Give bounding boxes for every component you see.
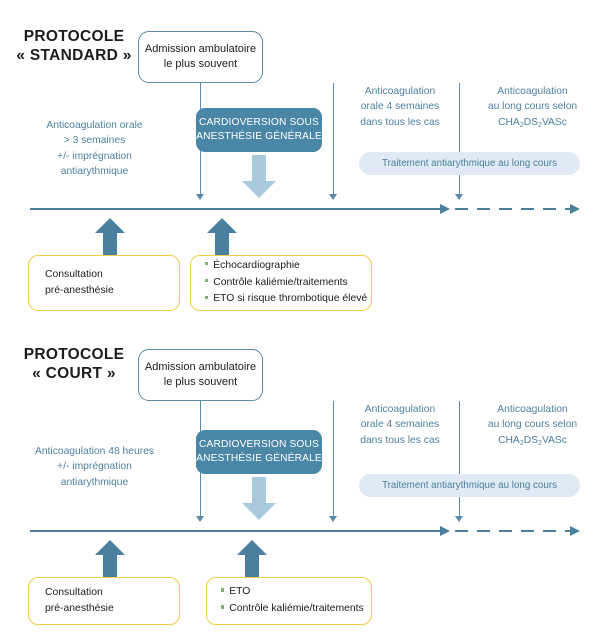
timeline-dashed-standard bbox=[455, 208, 570, 211]
cha2ds2-vasc-score-standard: CHA2DS2VASc bbox=[498, 116, 567, 129]
consultation-box-standard: Consultation pré-anesthésie bbox=[28, 255, 180, 311]
checklist-item: ETO bbox=[221, 584, 371, 601]
checklist-item: Contrôle kaliémie/traitements bbox=[205, 275, 371, 292]
timeline-dashed-arrowhead-standard bbox=[570, 204, 580, 214]
protocol-standard-title-line1: PROTOCOLE bbox=[23, 28, 125, 45]
timeline-arrowhead-court bbox=[440, 526, 450, 536]
checklist-item: Échocardiographie bbox=[205, 258, 371, 275]
mid-anticoagulation-text-court: Anticoagulation orale 4 semaines dans to… bbox=[340, 402, 460, 448]
left-anticoag-line-3: antiarythmique bbox=[60, 166, 129, 178]
divider-line-mid-court bbox=[333, 401, 335, 518]
checklist-item-label: Contrôle kaliémie/traitements bbox=[213, 276, 348, 288]
mid-anticoag-line-2: dans tous les cas bbox=[360, 116, 440, 128]
checklist-box-court: ETO Contrôle kaliémie/traitements bbox=[206, 577, 372, 625]
checklist-item: ETO si risque thrombotique élevé bbox=[205, 291, 371, 308]
checklist-item: Contrôle kaliémie/traitements bbox=[221, 601, 371, 618]
checklist-item-label: Échocardiographie bbox=[213, 259, 300, 271]
timeline-solid-standard bbox=[30, 208, 440, 211]
right-anticoag-line-1: au long cours selon bbox=[487, 101, 578, 113]
admission-line2-standard: le plus souvent bbox=[163, 58, 238, 70]
protocol-court-title: PROTOCOLE « COURT » bbox=[14, 346, 134, 384]
connector-admission-arrowhead-court bbox=[196, 516, 204, 522]
protocol-standard-title-line2: « STANDARD » bbox=[16, 46, 132, 64]
cardioversion-line1-court: CARDIOVERSION SOUS bbox=[199, 439, 319, 451]
bullet-square-icon bbox=[205, 262, 209, 266]
mid-anticoag-line-1: orale 4 semaines bbox=[360, 101, 440, 113]
timeline-arrowhead-standard bbox=[440, 204, 450, 214]
admission-line1-standard: Admission ambulatoire bbox=[144, 42, 257, 55]
divider-arrowhead-right-standard bbox=[455, 194, 463, 200]
mid-anticoag-line-1: orale 4 semaines bbox=[360, 419, 440, 431]
divider-arrowhead-right-court bbox=[455, 516, 463, 522]
left-anticoag-line-1: > 3 semaines bbox=[63, 135, 126, 147]
timeline-solid-court bbox=[30, 530, 440, 533]
right-anticoag-line-0: Anticoagulation bbox=[497, 86, 568, 97]
admission-box-court: Admission ambulatoire le plus souvent bbox=[138, 349, 263, 401]
consultation-line2-court: pré-anesthésie bbox=[45, 603, 114, 614]
protocol-court-title-line1: PROTOCOLE bbox=[23, 346, 125, 363]
timeline-dashed-arrowhead-court bbox=[570, 526, 580, 536]
admission-line2-court: le plus souvent bbox=[163, 376, 238, 388]
divider-arrowhead-mid-standard bbox=[329, 194, 337, 200]
divider-line-right-standard bbox=[459, 83, 461, 196]
mid-anticoag-line-0: Anticoagulation bbox=[364, 86, 436, 97]
bullet-square-icon bbox=[221, 605, 225, 609]
right-anticoag-line-0: Anticoagulation bbox=[497, 404, 568, 415]
bullet-square-icon bbox=[221, 588, 225, 592]
cardioversion-line1-standard: CARDIOVERSION SOUS bbox=[199, 117, 319, 129]
left-anticoag-line-0: Anticoagulation orale bbox=[46, 120, 143, 131]
left-anticoagulation-text-court: Anticoagulation 48 heures +/- imprégnati… bbox=[12, 444, 177, 490]
right-anticoag-line-1: au long cours selon bbox=[487, 419, 578, 431]
left-anticoagulation-text-standard: Anticoagulation orale > 3 semaines +/- i… bbox=[12, 118, 177, 180]
protocol-standard-title: PROTOCOLE « STANDARD » bbox=[14, 28, 134, 66]
right-anticoagulation-text-court: Anticoagulation au long cours selon CHA2… bbox=[470, 402, 595, 448]
cardioversion-box-standard: CARDIOVERSION SOUS ANESTHÉSIE GÉNÉRALE bbox=[196, 108, 322, 152]
treatment-pill-standard: Traitement antiarythmique au long cours bbox=[359, 152, 580, 175]
left-anticoag-line-0: Anticoagulation 48 heures bbox=[34, 446, 155, 457]
treatment-pill-court: Traitement antiarythmique au long cours bbox=[359, 474, 580, 497]
left-anticoag-line-1: +/- imprégnation bbox=[57, 461, 132, 473]
cha2ds2-vasc-score-court: CHA2DS2VASc bbox=[498, 434, 567, 447]
divider-arrowhead-mid-court bbox=[329, 516, 337, 522]
admission-box-standard: Admission ambulatoire le plus souvent bbox=[138, 31, 263, 83]
timeline-dashed-court bbox=[455, 530, 570, 533]
consultation-box-court: Consultation pré-anesthésie bbox=[28, 577, 180, 625]
admission-line1-court: Admission ambulatoire bbox=[144, 360, 257, 373]
bullet-square-icon bbox=[205, 295, 209, 299]
left-anticoag-line-2: antiarythmique bbox=[60, 476, 129, 488]
cardioversion-line2-standard: ANESTHÉSIE GÉNÉRALE bbox=[196, 131, 322, 142]
checklist-box-standard: Échocardiographie Contrôle kaliémie/trai… bbox=[190, 255, 372, 311]
protocol-court-section: PROTOCOLE « COURT » Admission ambulatoir… bbox=[0, 318, 600, 634]
connector-admission-arrowhead-standard bbox=[196, 194, 204, 200]
divider-line-right-court bbox=[459, 401, 461, 518]
mid-anticoagulation-text-standard: Anticoagulation orale 4 semaines dans to… bbox=[340, 84, 460, 130]
protocol-court-title-line2: « COURT » bbox=[32, 364, 116, 382]
right-anticoagulation-text-standard: Anticoagulation au long cours selon CHA2… bbox=[470, 84, 595, 130]
consultation-line2-standard: pré-anesthésie bbox=[45, 285, 114, 296]
checklist-item-label: Contrôle kaliémie/traitements bbox=[229, 603, 364, 614]
bullet-square-icon bbox=[205, 278, 209, 283]
divider-line-mid-standard bbox=[333, 83, 335, 196]
left-anticoag-line-2: +/- imprégnation bbox=[57, 150, 132, 162]
checklist-item-label: ETO bbox=[229, 586, 251, 598]
checklist-item-label: ETO si risque thrombotique élevé bbox=[213, 293, 368, 305]
mid-anticoag-line-2: dans tous les cas bbox=[360, 434, 440, 446]
consultation-line1-standard: Consultation bbox=[45, 268, 103, 280]
cardioversion-line2-court: ANESTHÉSIE GÉNÉRALE bbox=[196, 453, 322, 464]
cardioversion-box-court: CARDIOVERSION SOUS ANESTHÉSIE GÉNÉRALE bbox=[196, 430, 322, 474]
mid-anticoag-line-0: Anticoagulation bbox=[364, 404, 436, 415]
consultation-line1-court: Consultation bbox=[45, 586, 103, 598]
protocol-standard-section: PROTOCOLE « STANDARD » Admission ambulat… bbox=[12, 28, 595, 311]
